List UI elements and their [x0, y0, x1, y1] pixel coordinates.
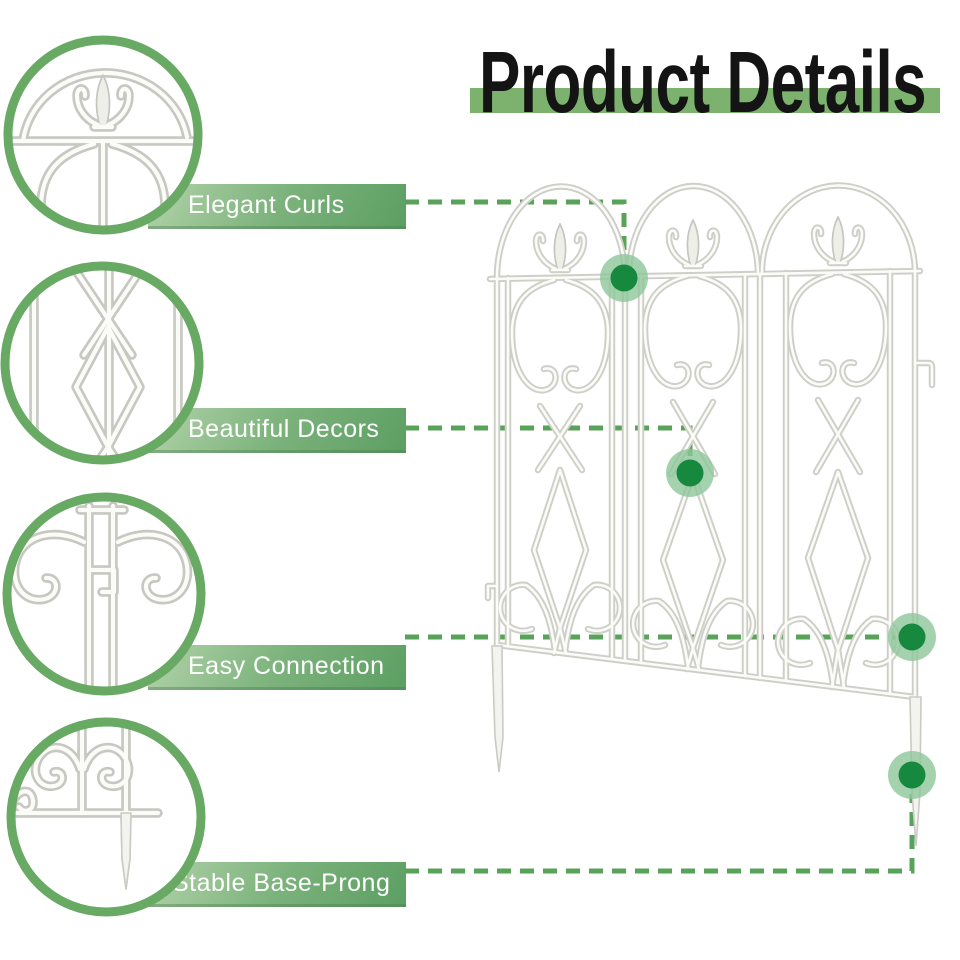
feature-label-elegant-curls: Elegant Curls [148, 184, 406, 229]
detail-circle-easy-connection [2, 492, 206, 696]
feature-label-text: Beautiful Decors [188, 414, 380, 443]
page-header: Product Details [470, 34, 940, 131]
fence-illustration [488, 185, 932, 847]
feature-label-easy-connection: Easy Connection [148, 645, 406, 690]
feature-label-text: Elegant Curls [188, 190, 345, 219]
feature-label-text: Stable Base-Prong [172, 868, 391, 897]
connector-elegant-curls [405, 199, 627, 260]
fence-left-prong [491, 645, 504, 773]
marker-dots [600, 254, 936, 799]
marker-dot-stable-base-prong [888, 751, 936, 799]
marker-dot-easy-connection [888, 613, 936, 661]
connectors [405, 199, 915, 874]
detail-circle-elegant-curls [3, 35, 203, 235]
page-title: Product Details [479, 34, 926, 131]
circle-ring [3, 35, 203, 235]
feature-label-beautiful-decors: Beautiful Decors [148, 408, 406, 453]
circle-ring [2, 492, 206, 696]
detail-circle-stable-base-prong [6, 717, 206, 917]
connector-stable-base-prong [405, 794, 915, 874]
feature-label-text: Easy Connection [188, 651, 385, 680]
title-underline-bar [470, 88, 940, 113]
marker-dot-beautiful-decors [666, 449, 714, 497]
circle-ring [6, 717, 206, 917]
detail-circle-beautiful-decors [0, 261, 204, 465]
circle-ring [0, 261, 204, 465]
marker-dot-elegant-curls [600, 254, 648, 302]
feature-label-stable-base-prong: Stable Base-Prong [148, 862, 406, 907]
